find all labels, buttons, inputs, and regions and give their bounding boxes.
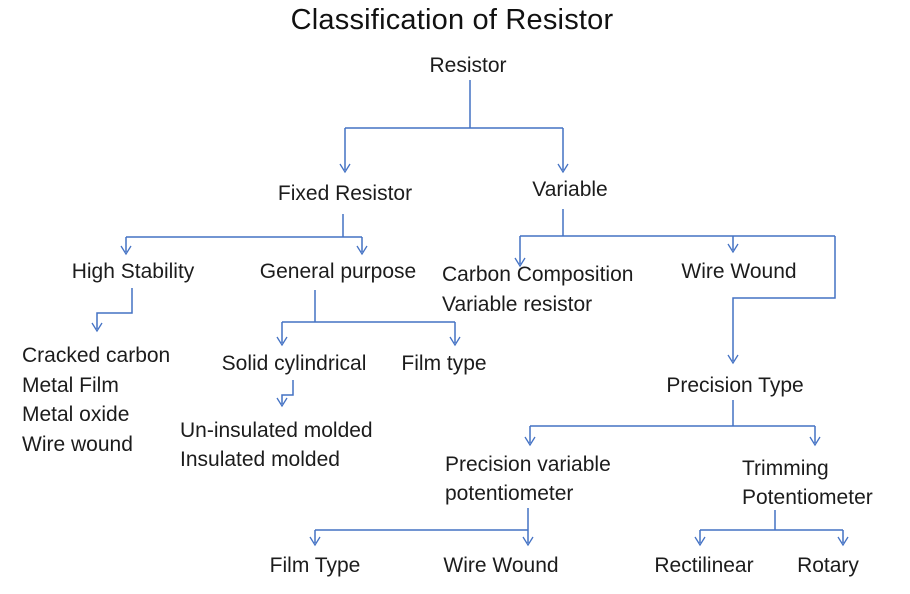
connector-solid-cylindrical-elbow [276,380,294,408]
precision-variable-line2: potentiometer [445,481,574,505]
node-precision-variable-potentiometer: Precision variable potentiometer [445,451,611,508]
connector-trimming-split [694,510,849,547]
molded-insulated: Insulated molded [180,447,340,471]
node-film-type-general: Film type [401,352,487,375]
node-rectilinear: Rectilinear [654,554,754,577]
connector-high-stability-elbow [91,288,133,333]
node-resistor: Resistor [429,54,507,77]
connector-fixed-split [120,214,368,256]
carbon-composition-line1: Carbon Composition [442,263,634,286]
connector-resistor-split [339,80,569,174]
molded-uninsulated: Un-insulated molded [180,419,373,442]
trimming-line2: Potentiometer [742,486,873,510]
node-molded-types: Un-insulated molded Insulated molded [180,417,373,474]
connector-precision-type-split [524,400,821,447]
carbon-composition-line2: Variable resistor [442,293,593,316]
hs-type-wire-wound: Wire wound [22,432,133,456]
node-precision-type: Precision Type [666,374,804,397]
node-high-stability: High Stability [71,260,195,283]
node-wire-wound-variable: Wire Wound [681,260,797,283]
node-wire-wound-precision: Wire Wound [443,554,559,577]
connector-general-purpose-split [276,290,461,347]
node-trimming-potentiometer: Trimming Potentiometer [742,454,873,513]
connector-precision-variable-split [309,508,534,547]
node-solid-cylindrical: Solid cylindrical [221,352,367,375]
node-high-stability-types: Cracked carbon Metal Film Metal oxide Wi… [22,341,170,459]
node-carbon-composition: Carbon Composition Variable resistor [442,260,633,320]
node-general-purpose: General purpose [259,260,417,283]
node-film-type-precision: Film Type [269,554,361,577]
connector-variable-split [514,209,836,365]
trimming-line1: Trimming [742,457,829,480]
precision-variable-line1: Precision variable [445,453,611,476]
node-variable: Variable [532,178,608,201]
diagram-title: Classification of Resistor [290,4,614,36]
hs-type-metal-oxide: Metal oxide [22,403,130,427]
node-fixed-resistor: Fixed Resistor [277,182,413,205]
hs-type-cracked-carbon: Cracked carbon [22,344,171,367]
hs-type-metal-film: Metal Film [22,373,119,397]
node-rotary: Rotary [797,554,859,577]
